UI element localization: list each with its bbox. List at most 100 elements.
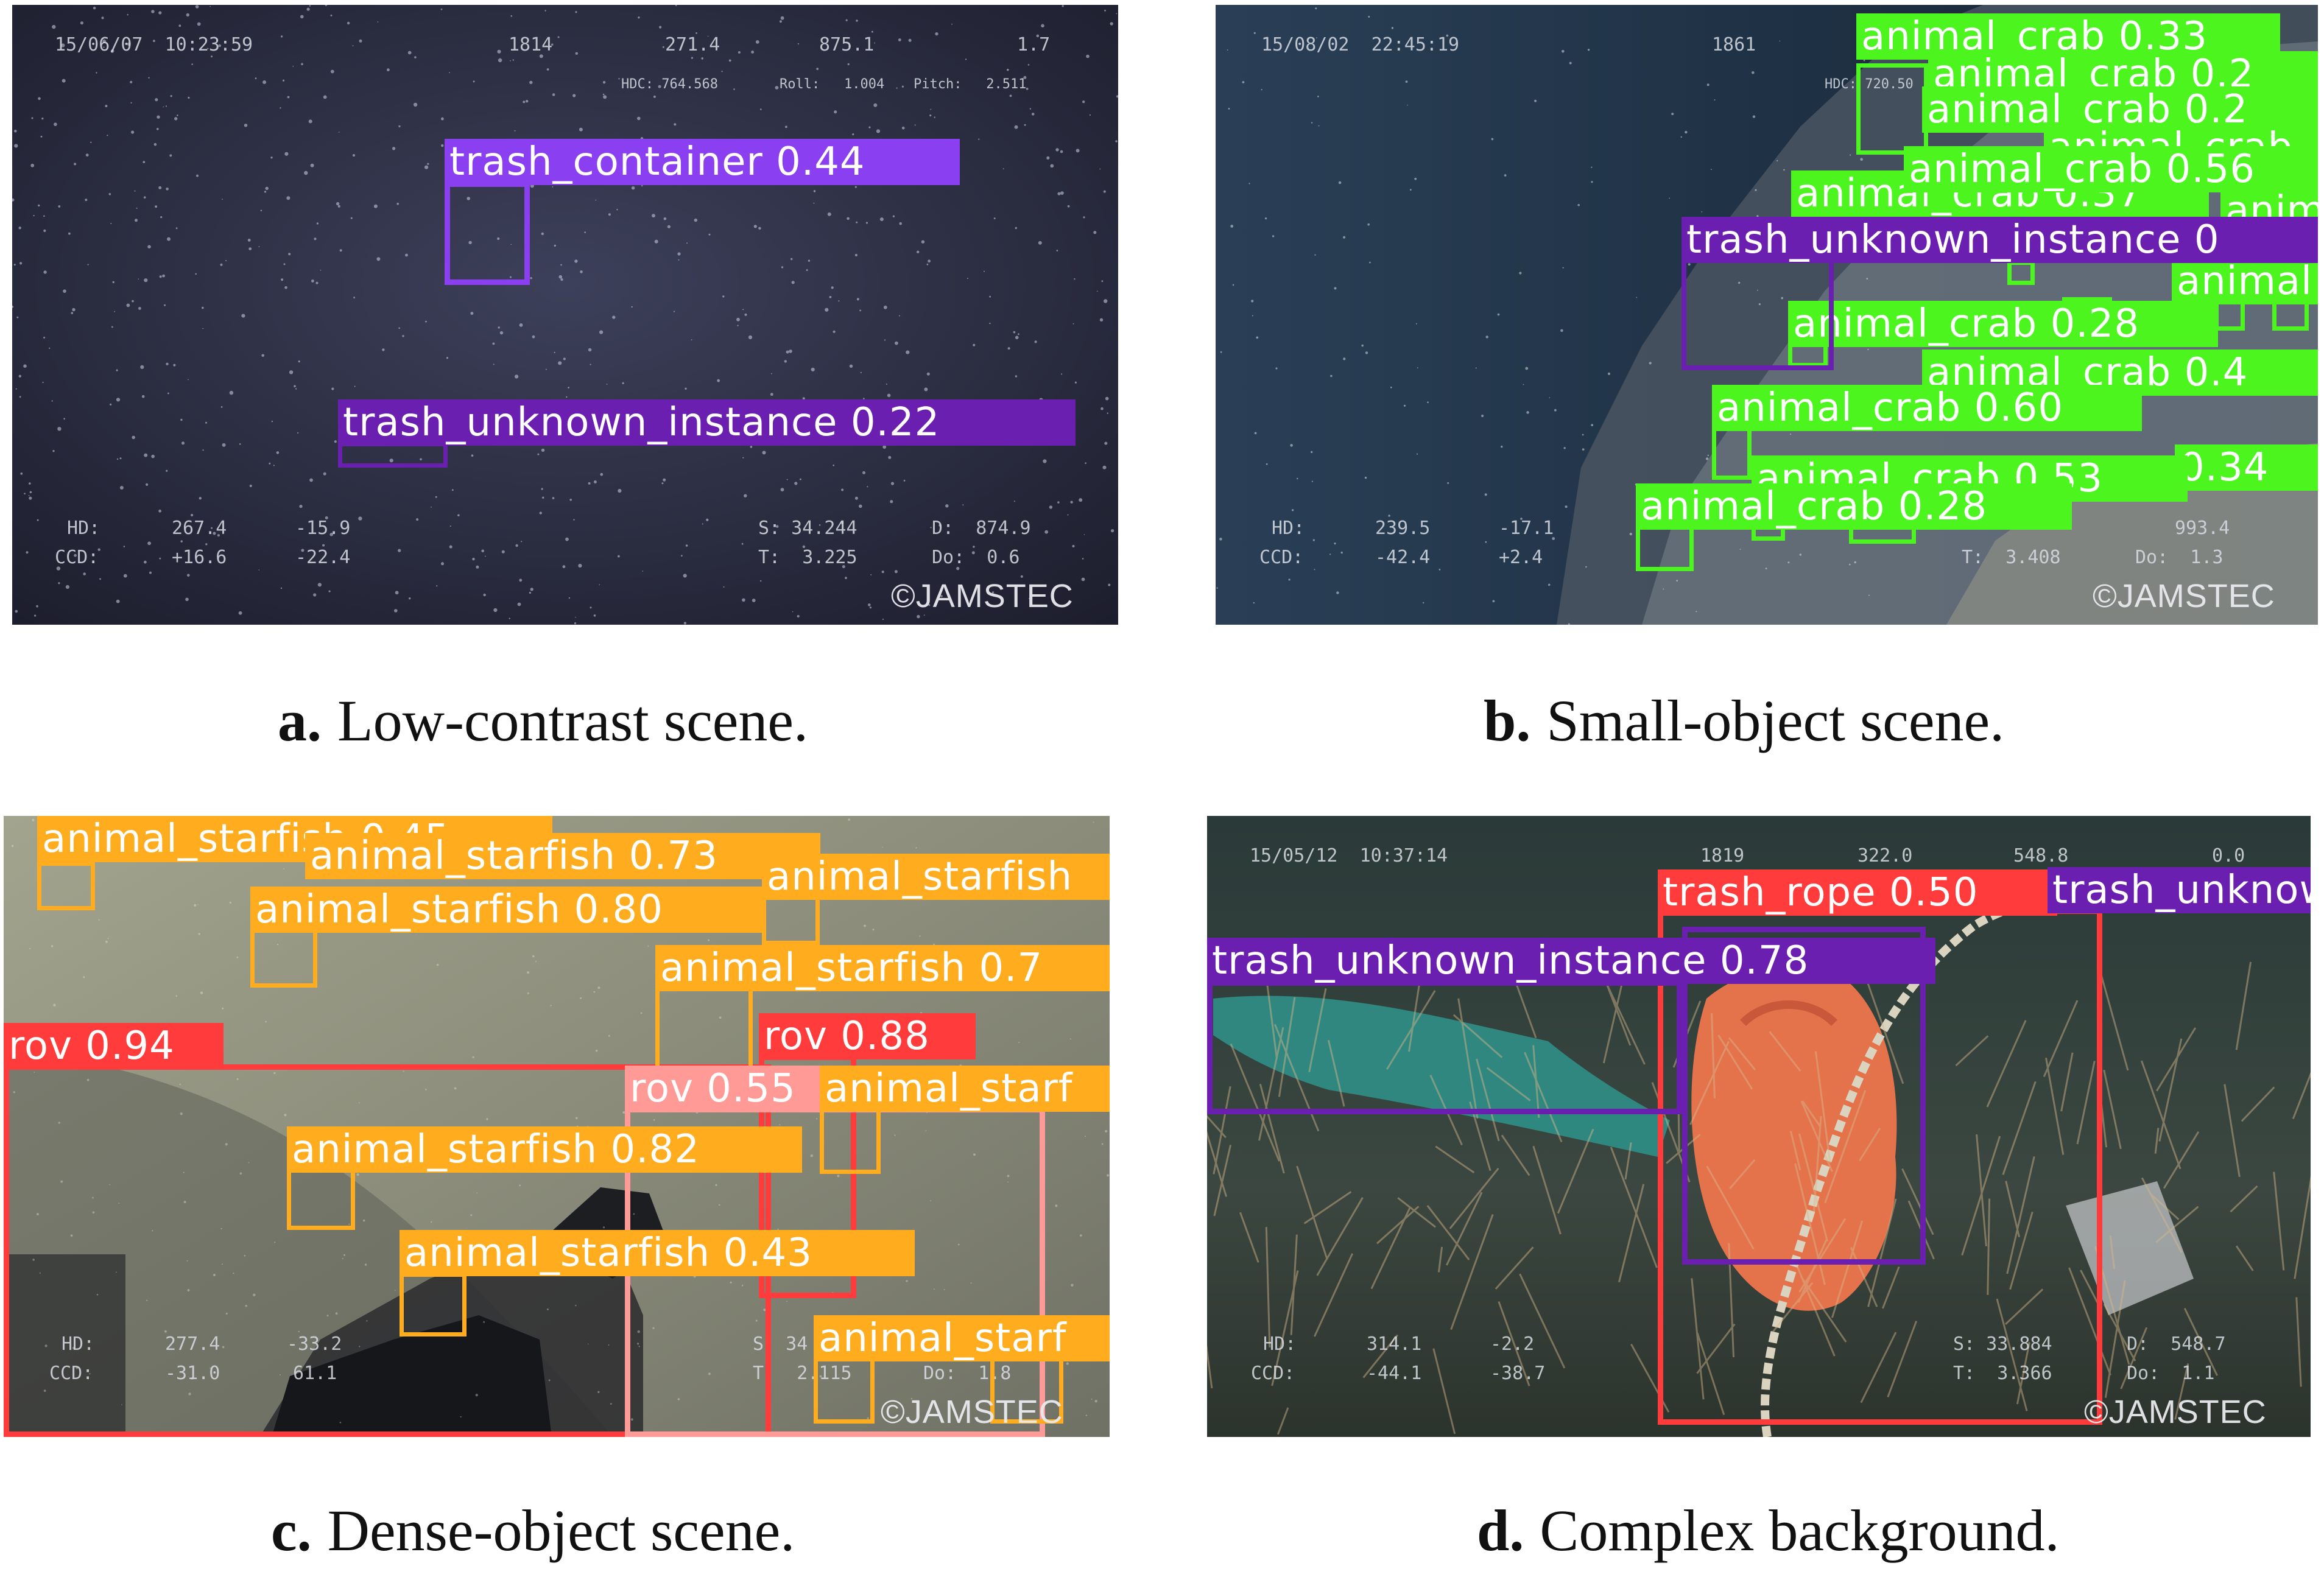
detection-label-trash-unknown: trash_unknown_instance 0: [1681, 217, 2318, 263]
hud-do: Do: 0.6: [932, 547, 1020, 568]
hud-hdc: HDC: 764.568: [621, 77, 718, 92]
hud-value: -42.4: [1375, 547, 1431, 568]
panel-a-background: [12, 5, 1118, 625]
detection-box-starfish: [250, 927, 317, 988]
detection-box-trash-container: [445, 181, 530, 285]
hud-value: -17.1: [1499, 518, 1554, 539]
hud-ccd-label: CCD:: [55, 547, 99, 568]
detection-label-crab: animal_crab 0.60: [1712, 385, 2142, 431]
hud-value: 875.1: [819, 34, 875, 55]
caption-c-letter: c.: [271, 1498, 312, 1563]
hud-roll: Roll: 1.004: [780, 77, 885, 92]
hud-value: -15.9: [295, 518, 351, 539]
jamstec-credit: ©JAMSTEC: [881, 1394, 1063, 1430]
hud-ccd-label: CCD:: [1259, 547, 1304, 568]
hud-value: -22.4: [295, 547, 351, 568]
hud-do: Do: 1.1: [2127, 1363, 2215, 1384]
detection-label-starfish: animal_starfish 0.82: [287, 1126, 802, 1173]
hud-value: +16.6: [172, 547, 227, 568]
caption-d-text: Complex background.: [1540, 1498, 2060, 1563]
hud-value: 548.8: [2013, 845, 2069, 866]
detection-label-starfish: animal_starfish 0.7: [655, 945, 1110, 991]
hud-salinity: S: 34: [753, 1333, 808, 1355]
detection-box-starfish: [814, 1357, 875, 1424]
detection-label-starfish: animal_starfish 0.73: [305, 833, 820, 879]
hud-value: 239.5: [1375, 518, 1431, 539]
detection-label-rov: rov 0.88: [759, 1013, 976, 1059]
hud-value: 271.4: [665, 34, 720, 55]
hud-value: -2.2: [1490, 1333, 1535, 1355]
hud-depth: 993.4: [2175, 518, 2230, 539]
hud-value: 1814: [509, 34, 553, 55]
detection-label-starfish: animal_starf: [814, 1315, 1110, 1361]
detection-label-crab: animal_crab 0.56: [1904, 146, 2318, 192]
detection-label-starfish: animal_starfish 0.43: [400, 1230, 915, 1276]
detection-label-trash-unknown: trash_unknown_instance 0.22: [338, 399, 1076, 446]
hud-hd-label: HD:: [67, 518, 100, 539]
detection-box-starfish: [400, 1273, 467, 1336]
detection-label-crab: 0.34: [2175, 444, 2318, 491]
jamstec-credit: ©JAMSTEC: [2093, 578, 2275, 614]
hud-datetime: 15/06/07 10:23:59: [55, 34, 253, 55]
hud-hd-label: HD:: [62, 1333, 95, 1355]
panel-a-image: 15/06/07 10:23:59 1814 271.4 875.1 1.7 H…: [12, 5, 1118, 625]
detection-label-crab: animal_crab 0.28: [1788, 301, 2218, 347]
detection-label-rov: rov 0.55: [625, 1066, 836, 1112]
detection-box-starfish: [655, 986, 753, 1072]
hud-temperature: T: 2.115: [753, 1363, 852, 1384]
caption-b-letter: b.: [1484, 688, 1531, 753]
hud-value: -33.2: [287, 1333, 342, 1355]
hud-value: +2.4: [1499, 547, 1543, 568]
caption-c: c.Dense-object scene.: [271, 1497, 795, 1564]
panel-d-background: [1207, 816, 2311, 1437]
hud-depth: D: 548.7: [2127, 1333, 2226, 1355]
hud-hd-label: HD:: [1263, 1333, 1297, 1355]
hud-do: Do: 1.3: [2135, 547, 2224, 568]
hud-depth: D: 874.9: [932, 518, 1031, 539]
detection-label-trash-unknown: trash_unknown_instance 0.78: [1207, 938, 1935, 984]
caption-d: d.Complex background.: [1477, 1497, 2060, 1564]
hud-hdc: HDC: 720.50: [1825, 77, 1914, 92]
hud-ccd-label: CCD:: [49, 1363, 94, 1384]
detection-box-starfish: [820, 1107, 881, 1174]
caption-d-letter: d.: [1477, 1498, 1524, 1563]
hud-hd-label: HD:: [1272, 518, 1305, 539]
hud-value: 0.0: [2212, 845, 2245, 866]
hud-pitch: Pitch: 2.511: [914, 77, 1027, 92]
detection-label-trash-unknown: trash_unknown_instance 0: [2048, 867, 2311, 913]
detection-label-rov: rov 0.94: [4, 1023, 224, 1069]
detection-box-crab: [1712, 425, 1752, 480]
hud-value: 1819: [1700, 845, 1745, 866]
panel-b-image: 15/08/02 22:45:19 1861 HDC: 720.50 HD: C…: [1216, 5, 2318, 625]
detection-label-starfish: animal_starf: [820, 1066, 1110, 1112]
jamstec-credit: ©JAMSTEC: [2084, 1394, 2267, 1430]
detection-label-starfish: animal_starfish 0.80: [250, 887, 766, 933]
hud-salinity: S: 33.884: [1953, 1333, 2052, 1355]
hud-value: -31.0: [165, 1363, 220, 1384]
hud-value: 61.1: [293, 1363, 337, 1384]
caption-a: a.Low-contrast scene.: [278, 687, 808, 754]
hud-value: -38.7: [1490, 1363, 1546, 1384]
hud-datetime: 15/05/12 10:37:14: [1250, 845, 1448, 866]
detection-box-trash-unknown: [1682, 927, 1926, 1265]
hud-temperature: T: 3.408: [1962, 547, 2061, 568]
hud-value: 322.0: [1857, 845, 1913, 866]
hud-do: Do: 1.8: [923, 1363, 1012, 1384]
hud-value: 1861: [1712, 34, 1756, 55]
caption-a-letter: a.: [278, 688, 322, 753]
detection-label-crab: animal: [2172, 258, 2318, 304]
detection-box-crab: [2007, 261, 2035, 285]
caption-a-text: Low-contrast scene.: [337, 688, 809, 753]
detection-box-crab: [1856, 63, 1928, 155]
detection-label-trash-rope: trash_rope 0.50: [1658, 869, 2057, 916]
jamstec-credit: ©JAMSTEC: [891, 578, 1074, 614]
hud-value: 267.4: [172, 518, 227, 539]
detection-box-trash-unknown: [1681, 255, 1834, 370]
hud-value: -44.1: [1367, 1363, 1422, 1384]
panel-c-image: HD: CCD: 277.4 -33.2 -31.0 61.1 S: 34 T:…: [4, 816, 1110, 1437]
hud-temperature: T: 3.366: [1953, 1363, 2052, 1384]
caption-c-text: Dense-object scene.: [327, 1498, 795, 1563]
hud-datetime: 15/08/02 22:45:19: [1261, 34, 1460, 55]
panel-d-image: 15/05/12 10:37:14 1819 322.0 548.8 0.0 H…: [1207, 816, 2311, 1437]
detection-box-starfish: [287, 1168, 355, 1230]
